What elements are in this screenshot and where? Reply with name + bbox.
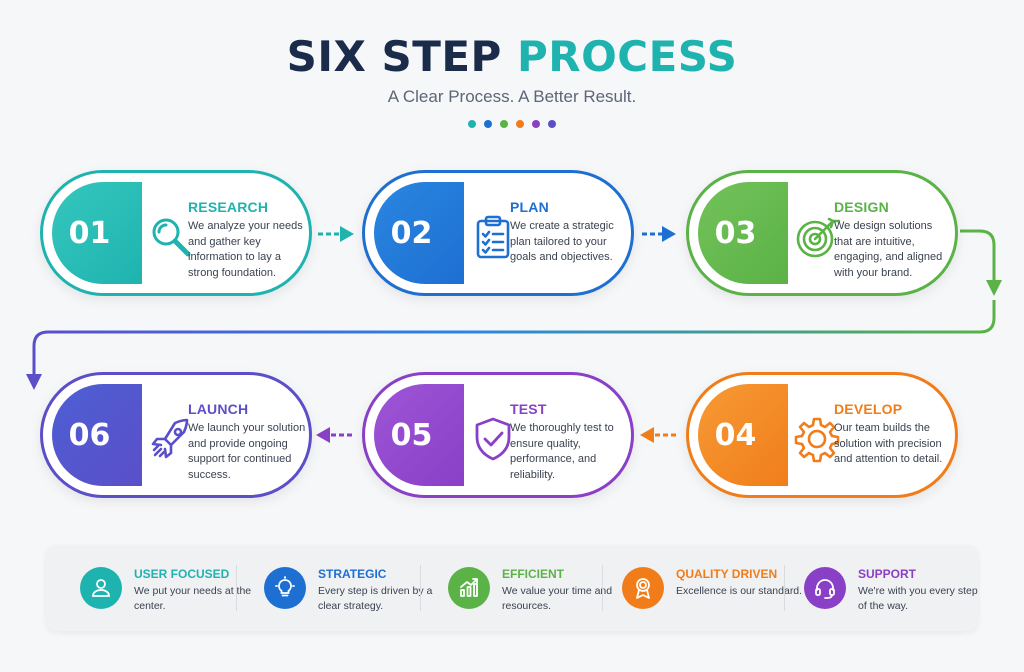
arrow-03-to-04 xyxy=(960,229,1002,296)
decorative-dot xyxy=(468,120,476,128)
feature-divider xyxy=(236,565,237,611)
feature-item: SUPPORT We're with you every step of the … xyxy=(804,545,990,631)
feature-title: EFFICIENT xyxy=(502,567,564,581)
arrow-loop-to-06 xyxy=(26,300,996,390)
decorative-dot xyxy=(548,120,556,128)
step-description: We analyze your needs and gather key inf… xyxy=(188,220,303,279)
step-description: We thoroughly test to ensure quality, pe… xyxy=(510,422,614,481)
process-step-05: 05 TEST We thoroughly test to ensure quali… xyxy=(362,372,634,498)
decorative-dots xyxy=(0,120,1024,128)
process-step-01: 01 RESEARCH We analyze your needs and gath… xyxy=(40,170,312,296)
arrow-01-to-02 xyxy=(318,226,354,242)
process-step-06: 06 LAUNCH We launch your solution and prov… xyxy=(40,372,312,498)
arrow-04-to-05 xyxy=(640,427,676,443)
arrow-05-to-06 xyxy=(316,427,352,443)
features-bar: USER FOCUSED We put your needs at the cen… xyxy=(46,545,978,631)
target-icon xyxy=(793,213,841,261)
decorative-dot xyxy=(516,120,524,128)
step-number: 03 xyxy=(714,215,757,251)
process-step-03: 03 DESIGN We design solutions that are int… xyxy=(686,170,958,296)
step-title: RESEARCH xyxy=(188,199,269,215)
feature-divider xyxy=(420,565,421,611)
step-title: DESIGN xyxy=(834,199,889,215)
step-description: Our team builds the solution with precis… xyxy=(834,422,943,465)
feature-item: USER FOCUSED We put your needs at the cen… xyxy=(80,545,266,631)
step-description: We launch your solution and provide ongo… xyxy=(188,422,306,481)
step-number: 06 xyxy=(68,417,111,453)
user-icon xyxy=(80,567,122,609)
step-number-badge xyxy=(698,182,788,284)
headset-icon xyxy=(804,567,846,609)
step-title: DEVELOP xyxy=(834,401,903,417)
decorative-dot xyxy=(532,120,540,128)
award-ribbon-icon xyxy=(622,567,664,609)
step-description: We design solutions that are intuitive, … xyxy=(834,220,943,279)
clipboard-checklist-icon xyxy=(469,213,517,261)
feature-divider xyxy=(784,565,785,611)
step-number-badge xyxy=(698,384,788,486)
step-number: 04 xyxy=(714,417,757,453)
step-description: We create a strategic plan tailored to y… xyxy=(510,220,614,263)
step-number-badge xyxy=(374,384,464,486)
feature-description: We're with you every step of the way. xyxy=(858,585,978,612)
title-part-2: PROCESS xyxy=(516,32,738,81)
step-number-badge xyxy=(52,384,142,486)
decorative-dot xyxy=(500,120,508,128)
page-title: SIX STEP PROCESS xyxy=(0,32,1024,81)
feature-item: QUALITY DRIVEN Excellence is our standard… xyxy=(622,545,808,631)
rocket-icon xyxy=(147,415,195,463)
magnifier-icon xyxy=(147,213,195,261)
process-step-04: 04 DEVELOP Our team builds the solution wi… xyxy=(686,372,958,498)
feature-item: STRATEGIC Every step is driven by a clear… xyxy=(264,545,450,631)
step-number: 05 xyxy=(390,417,433,453)
feature-description: We value your time and resources. xyxy=(502,585,613,612)
decorative-dot xyxy=(484,120,492,128)
lightbulb-icon xyxy=(264,567,306,609)
gear-icon xyxy=(793,415,841,463)
growth-chart-icon xyxy=(448,567,490,609)
page-subtitle: A Clear Process. A Better Result. xyxy=(387,87,637,106)
step-title: LAUNCH xyxy=(188,401,249,417)
step-number: 02 xyxy=(390,215,433,251)
feature-item: EFFICIENT We value your time and resource… xyxy=(448,545,634,631)
feature-title: SUPPORT xyxy=(858,567,917,581)
shield-check-icon xyxy=(469,415,517,463)
feature-title: QUALITY DRIVEN xyxy=(676,567,778,581)
feature-title: STRATEGIC xyxy=(318,567,387,581)
feature-title: USER FOCUSED xyxy=(134,567,230,581)
step-number-badge xyxy=(374,182,464,284)
arrow-02-to-03 xyxy=(642,226,676,242)
header: SIX STEP PROCESS A Clear Process. A Bett… xyxy=(0,32,1024,107)
feature-divider xyxy=(602,565,603,611)
title-part-1: SIX STEP xyxy=(286,32,502,81)
feature-description: We put your needs at the center. xyxy=(134,585,252,612)
feature-description: Excellence is our standard. xyxy=(676,585,803,597)
step-title: TEST xyxy=(510,401,547,417)
step-title: PLAN xyxy=(510,199,549,215)
step-number: 01 xyxy=(68,215,111,251)
step-number-badge xyxy=(52,182,142,284)
feature-description: Every step is driven by a clear strategy… xyxy=(318,585,433,612)
process-step-02: 02 PLAN We create a strategic plan tailore… xyxy=(362,170,634,296)
